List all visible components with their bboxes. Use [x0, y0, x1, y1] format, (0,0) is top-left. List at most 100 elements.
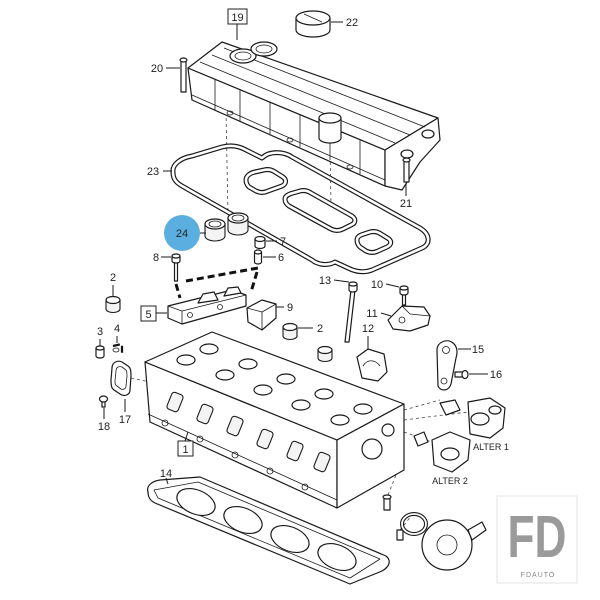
bolt-head	[461, 369, 469, 380]
bolt-10	[399, 285, 409, 306]
variant-label-alter-2: ALTER 2	[432, 476, 468, 486]
pump-o-ring-inner	[401, 513, 427, 535]
valve-cover-rib	[199, 61, 396, 144]
valve-cover-opening-inner	[234, 51, 252, 61]
dash-line	[174, 283, 182, 299]
alter-1-port	[470, 412, 490, 426]
cam-journal	[314, 388, 334, 400]
stud-top	[179, 57, 188, 63]
sleeve-top	[253, 249, 263, 255]
filler-neck-top	[318, 112, 342, 124]
callout-box-19	[227, 8, 248, 25]
cup-top	[317, 345, 333, 355]
leader-1	[184, 431, 189, 442]
cap-hole	[187, 312, 193, 318]
callout-9: 9	[287, 302, 293, 314]
bolt-16	[454, 369, 469, 380]
cylinder-bore	[223, 505, 263, 535]
bracket-plate	[436, 340, 458, 391]
intake-port	[196, 403, 214, 425]
head-bolt-boss	[266, 467, 274, 475]
cover-gasket-inner	[171, 144, 430, 274]
callout-7: 7	[280, 236, 286, 248]
callout-20: 20	[151, 63, 163, 75]
alter-1-part	[439, 397, 506, 439]
bolt-13	[344, 281, 358, 343]
flange-hole	[286, 137, 294, 143]
highlight-circle	[164, 215, 200, 251]
seal-dash	[112, 342, 124, 356]
end-boss	[400, 149, 414, 159]
cam-journal	[176, 354, 196, 366]
plug-top	[95, 345, 105, 351]
callout-22: 22	[346, 17, 358, 29]
head-bolt-boss	[196, 435, 204, 443]
bracket-body	[246, 299, 277, 331]
callout-14: 14	[160, 468, 172, 480]
bracket-edge	[401, 305, 431, 317]
callout-2-left: 2	[110, 272, 116, 284]
stud-shank	[403, 159, 410, 183]
vacuum-pump	[382, 494, 487, 571]
seal-bore	[208, 220, 222, 228]
cup-top	[282, 322, 298, 332]
bolt-head	[98, 395, 109, 403]
callout-19: 19	[231, 12, 243, 24]
seal-4	[112, 342, 124, 356]
cylinder-head	[144, 331, 405, 509]
pump-hub	[436, 534, 458, 556]
seal-top	[227, 212, 249, 224]
valve-cover-rib	[223, 47, 426, 128]
cap-12	[356, 348, 388, 382]
alter-2-port	[440, 447, 460, 461]
intake-port	[166, 391, 184, 413]
bolt-shank	[173, 260, 179, 282]
pump-body	[421, 519, 473, 571]
bolt-head-top	[399, 285, 409, 291]
stud-top	[402, 157, 411, 163]
cup-2-lower	[317, 345, 333, 363]
leader-11	[380, 312, 392, 317]
callout-6: 6	[278, 252, 284, 264]
cylinder-bore	[270, 524, 310, 554]
filler-neck-body	[318, 117, 342, 144]
cam-journal	[215, 369, 235, 381]
leader-13	[333, 279, 350, 283]
callout-11: 11	[366, 308, 377, 320]
bracket-body	[387, 305, 431, 332]
assembly-dash-lines	[174, 266, 259, 299]
washer-top	[254, 235, 266, 243]
pump-bolt	[396, 529, 404, 541]
watermark-brand: FDAUTO	[521, 572, 556, 579]
stud-shank	[180, 59, 187, 93]
bracket-hole	[398, 316, 406, 324]
cam-journal	[276, 373, 296, 385]
callout-box-1	[177, 440, 194, 457]
seal-ring	[112, 347, 120, 353]
callout-box-5	[140, 305, 157, 322]
seal-top	[204, 218, 226, 230]
cap-body	[356, 348, 388, 382]
pump-bolt-head	[382, 494, 392, 500]
callout-10: 10	[371, 279, 383, 291]
cam-journal	[330, 414, 350, 426]
guide-line	[387, 469, 399, 496]
cam-bore	[361, 438, 383, 460]
seal-bore	[231, 214, 245, 222]
cam-journal	[353, 403, 373, 415]
callout-15: 15	[472, 344, 484, 356]
valve-cover-opening-inner	[255, 44, 273, 54]
spark-plug-seals	[204, 212, 249, 242]
bolt-head-top	[348, 281, 358, 287]
callout-23: 23	[147, 166, 159, 178]
sleeve-body	[253, 251, 263, 265]
guide-line	[225, 111, 229, 216]
cup-2-left	[105, 295, 121, 314]
cap-boss	[223, 286, 242, 297]
cap-hole	[217, 304, 223, 310]
head-bolt-boss	[301, 483, 309, 491]
intake-port	[226, 415, 244, 437]
head-gasket	[147, 476, 390, 585]
bolt-18	[98, 395, 109, 408]
bracket-9	[246, 299, 277, 331]
